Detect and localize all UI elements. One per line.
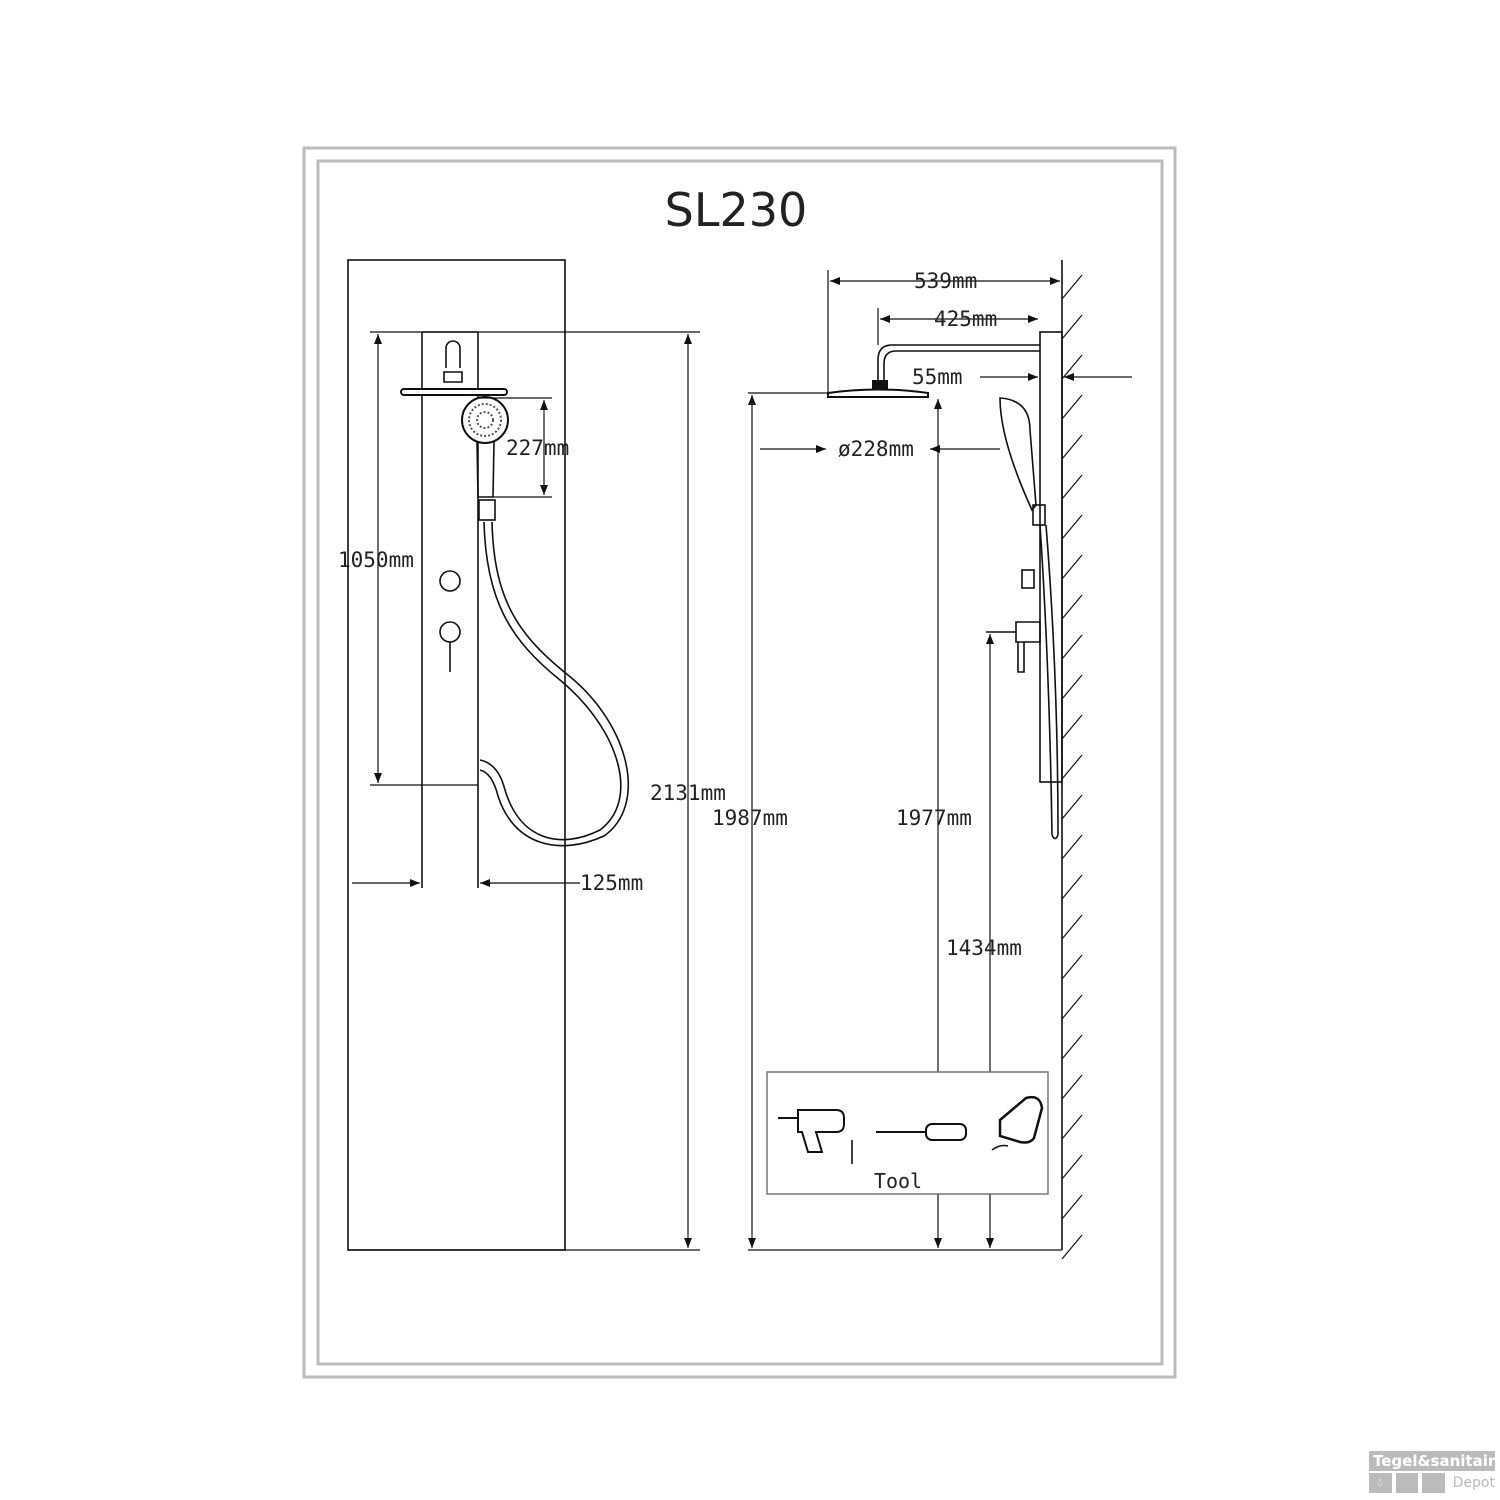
wall-hatch-line [1061, 1194, 1083, 1220]
wall-hatch-line [1061, 834, 1083, 860]
tools-box: Tool [766, 1071, 1049, 1195]
watermark-block [1422, 1473, 1445, 1493]
front-view [347, 259, 700, 1251]
wall-hatch-line [1061, 1114, 1083, 1140]
dim-539: 539mm [914, 269, 977, 293]
wall-hatch-line [1061, 794, 1083, 820]
wall-hatch-line [1061, 274, 1083, 300]
dim-55: 55mm [912, 365, 963, 389]
dim-1977: 1977mm [896, 806, 972, 830]
watermark-line2: Depot [1452, 1475, 1495, 1491]
wall-hatch-line [1061, 634, 1083, 660]
dim-425: 425mm [934, 307, 997, 331]
wall-hatch-line [1061, 994, 1083, 1020]
wall-hatch-line [1061, 594, 1083, 620]
dim-2131: 2131mm [650, 781, 726, 805]
tools-label: Tool [874, 1169, 922, 1193]
wall-hatch-line [1061, 314, 1083, 340]
watermark-block [1395, 1473, 1419, 1493]
dim-228: ø228mm [838, 437, 914, 461]
drill-icon [778, 1109, 853, 1164]
wall-hatch-line [1061, 714, 1083, 740]
wall-hatch-line [1061, 434, 1083, 460]
wall-hatch-line [1061, 1074, 1083, 1100]
dim-1434: 1434mm [946, 936, 1022, 960]
drop-icon: 💧︎ [1369, 1473, 1392, 1493]
inner-frame [316, 159, 1164, 1366]
wall-hatch-line [1061, 554, 1083, 580]
wall-hatch-line [1061, 954, 1083, 980]
dim-125: 125mm [580, 871, 643, 895]
outer-frame [302, 146, 1177, 1379]
wall-hatch-line [1061, 1154, 1083, 1180]
wall-hatch-line [1061, 394, 1083, 420]
wall-hatch-line [1061, 914, 1083, 940]
dim-227: 227mm [506, 436, 569, 460]
watermark-logo: Tegel&sanitair 💧︎ Depot [1369, 1451, 1495, 1493]
watermark-line1: Tegel&sanitair [1369, 1451, 1495, 1471]
tape-measure-icon [991, 1095, 1044, 1151]
wall-hatch-line [1061, 1234, 1083, 1260]
wall-hatch-line [1061, 754, 1083, 780]
screwdriver-icon [876, 1123, 967, 1141]
wall-hatch-line [1061, 1034, 1083, 1060]
wall-hatch-line [1061, 354, 1083, 380]
wall-hatch-line [1061, 514, 1083, 540]
dim-1050: 1050mm [338, 548, 414, 572]
wall-hatch-line [1061, 674, 1083, 700]
model-title: SL230 [665, 183, 808, 237]
wall-hatch-line [1061, 474, 1083, 500]
dim-1987: 1987mm [712, 806, 788, 830]
wall-hatch-line [1061, 874, 1083, 900]
